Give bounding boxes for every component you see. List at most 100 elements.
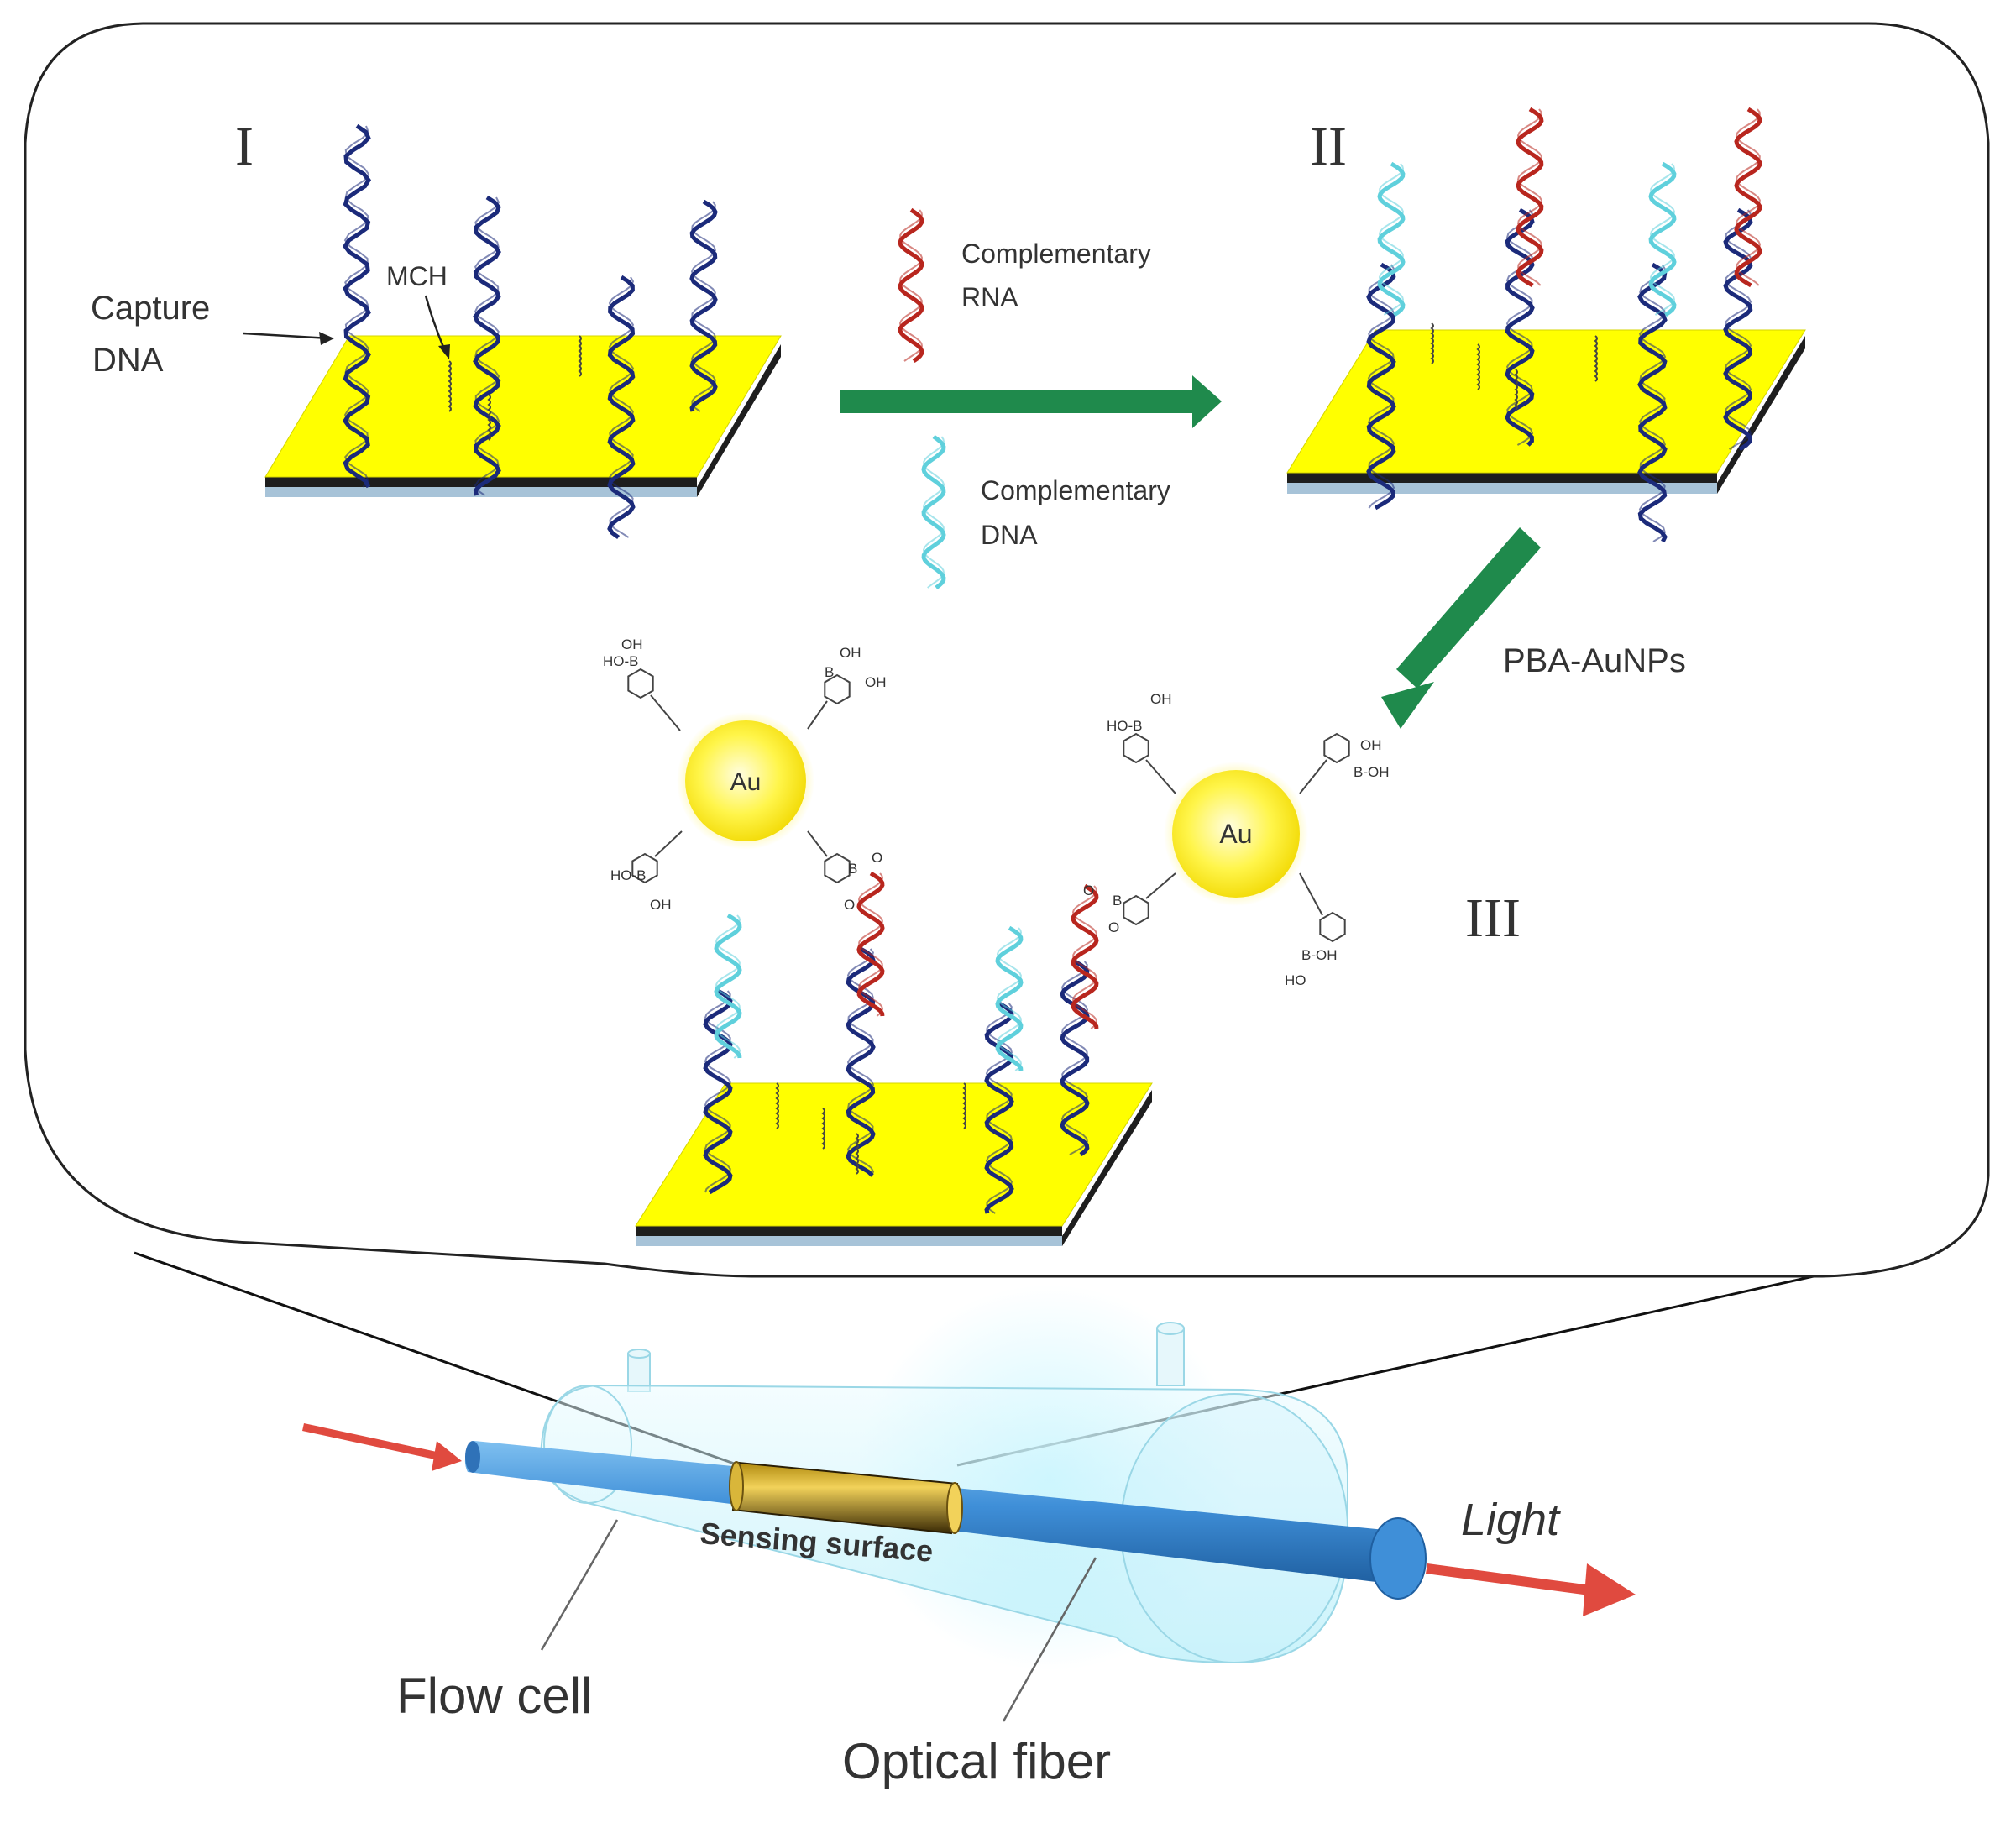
svg-text:B-OH: B-OH: [1354, 764, 1390, 780]
hybridized-dna-strand: [1377, 161, 1406, 317]
svg-text:HO-B: HO-B: [603, 653, 639, 669]
mch-layer: [448, 322, 1598, 1175]
complementary-rna-label-line1: Complementary: [961, 238, 1151, 269]
mch-molecule: [578, 335, 582, 377]
mch-molecule: [855, 1133, 859, 1175]
svg-text:OH: OH: [840, 645, 861, 661]
complementary-rna-label-line2: RNA: [961, 282, 1018, 312]
step-label-iii: III: [1465, 888, 1521, 949]
capture-dna-strand: [1366, 262, 1396, 511]
mch-molecule: [487, 394, 491, 441]
chem-labels: OH B OH HO-B OH HO-B OH B O O OH HO-B OH…: [603, 636, 1390, 988]
svg-text:O: O: [872, 850, 882, 866]
phenylboronic-acid-ring: [1123, 732, 1149, 764]
pba-bond: [1145, 759, 1176, 794]
phenylboronic-acid-ring: [1123, 894, 1149, 926]
capture-dna-strand: [1723, 207, 1753, 452]
step-label-i: I: [235, 116, 254, 177]
svg-text:OH: OH: [1150, 691, 1172, 707]
capture-dna-label-line2: DNA: [92, 342, 164, 379]
phenylboronic-acid-ring: [631, 852, 658, 884]
step-arrow-i-to-ii: [840, 375, 1222, 428]
complementary-rna-strand: [898, 207, 924, 364]
svg-text:HO: HO: [1285, 972, 1306, 988]
pba-aunp-left: Au: [677, 712, 814, 850]
flow-cell-pointer: [540, 1519, 619, 1651]
svg-text:B: B: [825, 664, 834, 680]
pba-bond: [1299, 872, 1323, 916]
complementary-dna-label-line2: DNA: [981, 520, 1038, 550]
phenylboronic-acid-ring: [1319, 911, 1346, 943]
svg-text:B-OH: B-OH: [1301, 947, 1338, 963]
gold-chip-step1: [264, 335, 782, 497]
hybridized-dna-strand: [1648, 161, 1677, 317]
pba-bond: [654, 830, 683, 857]
svg-text:B: B: [1113, 893, 1122, 909]
capture-dna-strand: [1060, 959, 1090, 1157]
pba-aunps-label: PBA-AuNPs: [1503, 642, 1686, 679]
output-light-arrow: [1426, 1563, 1636, 1616]
pba-bond: [807, 700, 828, 730]
light-label: Light: [1461, 1495, 1561, 1545]
svg-text:OH: OH: [650, 897, 672, 913]
mch-molecule: [448, 360, 452, 412]
mch-pointer-head: [438, 344, 450, 359]
capture-dna-pointer-head: [319, 332, 334, 345]
mch-molecule: [1476, 343, 1480, 390]
phenylboronic-acid-ring: [824, 673, 851, 705]
au-label-left: Au: [730, 768, 762, 796]
svg-text:OH: OH: [1360, 737, 1382, 753]
capture-dna-strand: [984, 1001, 1014, 1214]
dna-strand-layer: [342, 107, 1762, 1214]
svg-text:O: O: [1083, 883, 1094, 898]
mch-molecule: [962, 1082, 966, 1129]
svg-text:OH: OH: [621, 636, 643, 652]
phenylboronic-acid-ring: [1323, 732, 1350, 764]
phenylboronic-acid-ring: [824, 852, 851, 884]
phenylboronic-acid-ring: [627, 668, 654, 699]
svg-text:HO-B: HO-B: [1107, 718, 1143, 734]
capture-dna-strand: [342, 123, 372, 489]
pba-bond: [1299, 759, 1327, 794]
svg-text:O: O: [1108, 919, 1119, 935]
capture-dna-pointer: [243, 332, 330, 340]
mch-molecule: [1430, 322, 1434, 364]
svg-text:O: O: [844, 897, 855, 913]
capture-dna-strand: [689, 199, 718, 412]
pba-bond: [650, 694, 681, 731]
step-label-ii: II: [1310, 116, 1347, 177]
au-label-right: Au: [1219, 819, 1252, 849]
sensing-surface-band: [729, 1461, 963, 1535]
hybridized-rna-strand: [856, 871, 885, 1017]
capture-dna-strand: [473, 195, 501, 496]
pba-bond: [807, 830, 828, 857]
hybridized-rna-strand: [1071, 883, 1099, 1029]
capture-dna-strand: [1637, 262, 1668, 543]
mch-molecule: [775, 1082, 779, 1129]
mch-molecule: [821, 1108, 825, 1150]
pba-linker-layer: [627, 668, 1350, 943]
hybridized-dna-strand: [995, 925, 1024, 1071]
capture-dna-label-line1: Capture: [91, 290, 210, 327]
optical-fiber-pointer: [1002, 1557, 1097, 1722]
mch-molecule: [1594, 335, 1598, 382]
optical-fiber-label: Optical fiber: [842, 1733, 1111, 1789]
svg-text:B: B: [848, 861, 857, 877]
hybridized-dna-strand: [714, 913, 742, 1059]
capture-dna-strand: [1505, 207, 1535, 447]
svg-text:OH: OH: [865, 674, 887, 690]
input-light-arrow: [302, 1423, 462, 1471]
gold-chip-step3: [635, 1082, 1153, 1246]
pba-bond: [1145, 872, 1176, 899]
flow-cell-label: Flow cell: [396, 1668, 592, 1724]
mch-molecule: [1514, 369, 1518, 411]
step-arrow-ii-to-iii: [1381, 527, 1541, 729]
capture-dna-strand: [607, 275, 636, 540]
hybridized-rna-strand: [1516, 107, 1544, 288]
hybridized-rna-strand: [1734, 107, 1762, 288]
svg-text:HO-B: HO-B: [610, 867, 647, 883]
complementary-dna-label-line1: Complementary: [981, 475, 1170, 505]
complementary-dna-strand: [921, 434, 946, 589]
